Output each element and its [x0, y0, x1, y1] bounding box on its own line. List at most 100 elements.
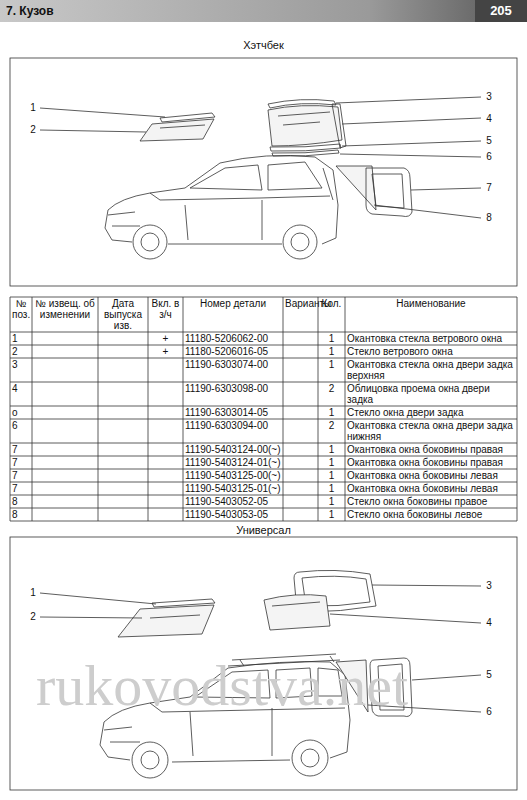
table-cell: 7 [12, 444, 30, 455]
table-header: Варианты [285, 298, 316, 309]
table-rule [10, 508, 517, 509]
table-cell: Окантовка стекла окна двери задка нижняя [347, 420, 515, 442]
table-cell: 1 [320, 509, 343, 520]
table-rule [32, 297, 33, 521]
section-heading: Универсал [0, 524, 527, 537]
table-rule [10, 406, 517, 407]
section-heading: Хэтчбек [0, 39, 527, 52]
callout-number: 4 [481, 617, 497, 628]
table-cell: Окантовка окна боковины правая [347, 457, 515, 468]
callout-number: 3 [481, 580, 497, 591]
table-header: Вкл. в з/ч [150, 298, 181, 320]
table-cell: 4 [12, 383, 30, 394]
page-number: 205 [477, 3, 525, 19]
table-cell: 1 [320, 470, 343, 481]
table-cell: 2 [320, 383, 343, 394]
table-header: Номер детали [185, 298, 281, 309]
table-header: № извещ. об изменении [34, 298, 96, 320]
table-cell: 6 [12, 420, 30, 431]
table-rule [517, 297, 518, 521]
table-rule [183, 297, 184, 521]
table-cell: 1 [320, 346, 343, 357]
callout-number: 5 [481, 669, 497, 680]
table-rule [283, 297, 284, 521]
section-title: 7. Кузов [6, 3, 54, 19]
table-rule [10, 521, 517, 522]
table-header: Кол. [320, 298, 343, 309]
table-cell: 7 [12, 457, 30, 468]
callout-number: 1 [25, 587, 41, 598]
callout-number: 6 [481, 706, 497, 717]
table-cell: 1 [320, 483, 343, 494]
table-rule [10, 482, 517, 483]
table-cell: 7 [12, 483, 30, 494]
table-cell: 11190-6303014-05 [185, 407, 281, 418]
table-cell: Окантовка окна боковины правая [347, 444, 515, 455]
table-cell: 11190-5403053-05 [185, 509, 281, 520]
table-cell: Окантовка стекла окна двери задка верхня… [347, 359, 515, 381]
table-cell: 1 [320, 444, 343, 455]
table-cell: Стекло ветрового окна [347, 346, 515, 357]
table-header: № поз. [12, 298, 30, 320]
table-cell: + [150, 333, 181, 344]
table-cell: 11190-6303098-00 [185, 383, 281, 394]
table-cell: 11190-6303074-00 [185, 359, 281, 370]
callout-number: 8 [481, 212, 497, 223]
table-cell: 11180-5206016-05 [185, 346, 281, 357]
table-header: Дата выпуска изв. [100, 298, 146, 331]
table-cell: 11190-5403052-05 [185, 496, 281, 507]
table-cell: Стекло окна двери задка [347, 407, 515, 418]
callout-number: 6 [481, 151, 497, 162]
table-cell: 8 [12, 509, 30, 520]
table-cell: 7 [12, 470, 30, 481]
table-rule [10, 495, 517, 496]
table-cell: + [150, 346, 181, 357]
table-rule [10, 469, 517, 470]
table-cell: о [12, 407, 30, 418]
table-rule [10, 382, 517, 383]
table-cell: 1 [12, 333, 30, 344]
callout-number: 7 [481, 182, 497, 193]
table-rule [345, 297, 346, 521]
watermark: rukovodstva.net [36, 655, 408, 717]
table-cell: 11190-6303094-00 [185, 420, 281, 431]
table-cell: 1 [320, 457, 343, 468]
page-number-bg [475, 0, 527, 22]
table-cell: 8 [12, 496, 30, 507]
table-cell: Облицовка проема окна двери задка [347, 383, 515, 405]
table-cell: 2 [12, 346, 30, 357]
callout-number: 1 [25, 102, 41, 113]
table-cell: 1 [320, 407, 343, 418]
callout-number: 2 [25, 124, 41, 135]
table-rule [148, 297, 149, 521]
table-cell: 1 [320, 333, 343, 344]
table-rule [10, 345, 517, 346]
table-cell: 3 [12, 359, 30, 370]
table-cell: 11190-5403124-01(~) [185, 457, 281, 468]
table-rule [10, 456, 517, 457]
table-cell: 11190-5403124-00(~) [185, 444, 281, 455]
table-cell: Стекло окна боковины левое [347, 509, 515, 520]
callout-number: 3 [481, 91, 497, 102]
callout-number: 4 [481, 113, 497, 124]
table-rule [318, 297, 319, 521]
table-rule [10, 332, 517, 333]
table-cell: 2 [320, 420, 343, 431]
table-cell: Окантовка окна боковины левая [347, 470, 515, 481]
table-rule [10, 419, 517, 420]
callout-number: 5 [481, 135, 497, 146]
table-rule [98, 297, 99, 521]
table-header: Наименование [347, 298, 515, 309]
table-cell: Окантовка окна боковины левая [347, 483, 515, 494]
table-cell: 11190-5403125-01(~) [185, 483, 281, 494]
table-cell: Окантовка стекла ветрового окна [347, 333, 515, 344]
table-cell: 11180-5206062-00 [185, 333, 281, 344]
table-rule [10, 297, 11, 521]
table-cell: Стекло окна боковины правое [347, 496, 515, 507]
table-cell: 11190-5403125-00(~) [185, 470, 281, 481]
hatchback-figure [10, 58, 517, 286]
wagon-figure [10, 537, 517, 790]
table-cell: 1 [320, 359, 343, 370]
table-rule [10, 297, 517, 298]
table-rule [10, 443, 517, 444]
